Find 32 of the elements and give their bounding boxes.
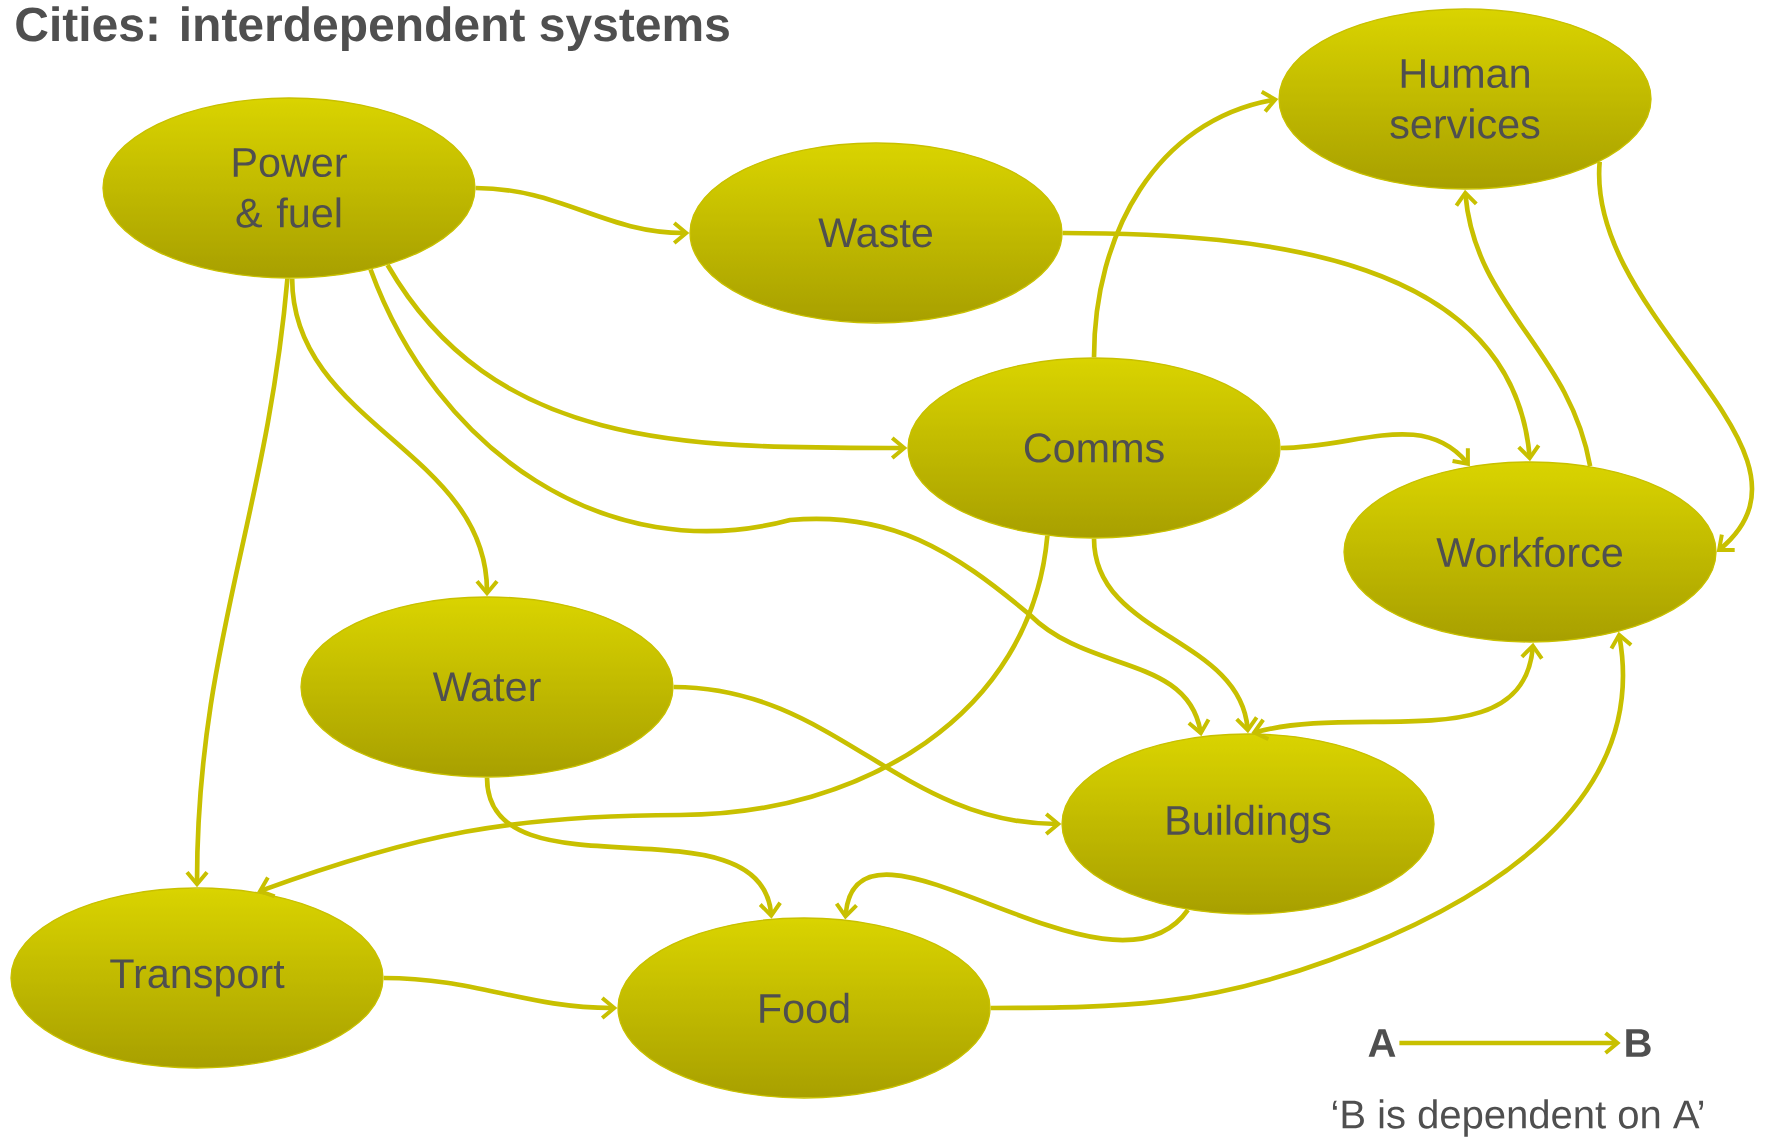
arrow	[990, 631, 1633, 1011]
title: Cities: interdependent systems	[16, 6, 729, 51]
legend-letter: A	[1368, 1029, 1396, 1057]
legend-caption: ‘B is dependent on A’	[1332, 1099, 1704, 1137]
ellipse-node: Human services	[1278, 8, 1652, 190]
legend-letter: B	[1626, 1029, 1651, 1057]
arrow	[1091, 90, 1279, 358]
arrow	[289, 278, 499, 597]
ellipse-node: Workforce	[1343, 461, 1717, 643]
ellipse-node: Waste	[689, 142, 1063, 324]
arrow	[257, 535, 1050, 899]
arrow	[1062, 230, 1541, 462]
arrow	[383, 975, 618, 1020]
ellipse-node: Comms	[907, 357, 1281, 539]
arrow	[1454, 189, 1593, 467]
ellipse-node: Transport	[10, 887, 384, 1069]
arrow	[1280, 432, 1470, 467]
arrow	[475, 185, 690, 245]
ellipse-node: Water	[300, 596, 674, 778]
ellipse-node: Buildings	[1061, 733, 1435, 915]
arrow	[185, 278, 290, 888]
arrow	[1399, 1031, 1621, 1055]
arrow	[1251, 642, 1544, 741]
ellipse-node: Power & fuel	[102, 97, 476, 279]
arrow	[1091, 538, 1259, 734]
arrow	[368, 268, 1211, 737]
arrow	[484, 777, 782, 919]
arrow	[385, 263, 908, 460]
arrow	[834, 872, 1190, 942]
arrow	[673, 684, 1062, 836]
arrow	[1597, 161, 1754, 552]
ellipse-node: Food	[617, 917, 991, 1099]
